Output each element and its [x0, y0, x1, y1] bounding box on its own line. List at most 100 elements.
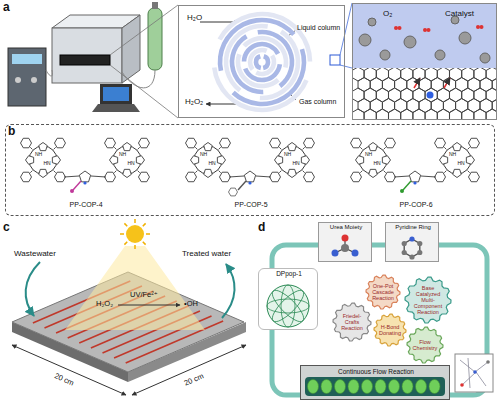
reaction-arrow: [414, 78, 420, 88]
molecule-structure: [394, 176, 409, 177]
node-text: Friedel-Crafts Reaction: [337, 303, 367, 341]
reactor-setup: [110, 5, 178, 55]
node-text: Flow Chemistry: [411, 327, 440, 363]
dimension-line: [132, 345, 246, 395]
molecule-structure: [54, 147, 56, 149]
flow-tube: [375, 380, 386, 394]
molecule-structure: [30, 147, 32, 149]
panel-letter: d: [258, 221, 265, 234]
zoom-inset: H₂OLiquid columnGas columnH₂O₂: [178, 5, 345, 118]
node-text: PP-COP-6: [386, 201, 446, 209]
gear-node: One-Pot Cascade Reaction: [366, 275, 400, 309]
molecule-structure: [453, 143, 462, 151]
molecule-structure: [369, 169, 378, 177]
catalyst-lattice: [364, 109, 376, 119]
flow-loop: [258, 268, 318, 330]
sun-symbol: [134, 245, 136, 249]
sun-symbol: [65, 246, 205, 330]
molecule-structure: [279, 147, 281, 149]
catalyst-lattice: [353, 68, 496, 119]
molecule-structure: [435, 138, 446, 148]
catalyst-lattice: [437, 109, 449, 119]
molecule-structure: [303, 171, 305, 173]
molecule-structure: [275, 156, 283, 165]
molecule-structure: [248, 181, 251, 184]
molecule-structure: [440, 156, 448, 165]
crystal-structure: [460, 358, 488, 388]
catalyst-lattice: [353, 109, 364, 119]
node-text: Liquid column: [297, 24, 345, 32]
sun-symbol: [143, 223, 146, 226]
node-text: Continuous Flow Reaction: [301, 368, 451, 375]
polymer-cage: [281, 285, 295, 327]
sun-symbol: [146, 233, 150, 235]
molecule-structure: [444, 171, 446, 173]
molecule-structure: [195, 171, 197, 173]
column-rings: [212, 67, 309, 112]
zoom-marker: [206, 104, 236, 105]
oxygen-molecule: [394, 26, 398, 30]
reactor-setup: [60, 55, 110, 65]
reactor-setup: [92, 104, 140, 112]
catalyst-particle: [435, 50, 445, 60]
reactor-setup: [8, 2, 178, 118]
molecule-structure: [219, 172, 230, 182]
node-text: Gas column: [299, 98, 345, 106]
column-rings: [248, 48, 268, 71]
pyridine-structure: [417, 250, 422, 255]
flow-tube: [300, 365, 450, 400]
reactor-setup: [152, 2, 158, 9]
pyridine-structure: [409, 236, 414, 241]
panel-letter: b: [8, 125, 15, 138]
molecule-structure: [217, 156, 225, 165]
molecule-structure: [54, 171, 56, 173]
molecule-structure: [195, 147, 197, 149]
atom-label: NH: [35, 152, 42, 158]
molecule-structure: [186, 138, 197, 148]
reaction-arrow: [444, 78, 450, 88]
molecule-structure: [238, 181, 246, 190]
node-text: H₂O₂: [185, 98, 215, 107]
molecule-structure: [191, 156, 199, 165]
crystal-structure: [460, 383, 464, 387]
molecule-structure: [400, 189, 404, 193]
molecule-structure: [466, 156, 474, 165]
catalyst-particle: [368, 18, 376, 26]
catalyst-particle: [480, 53, 490, 63]
molecule-structure: [70, 189, 74, 193]
sun-symbol: [65, 219, 205, 330]
molecule-structure: [39, 169, 48, 177]
molecule-structure: [384, 138, 395, 148]
polymer-cage: [267, 299, 309, 313]
outflow-arrow: [222, 264, 235, 318]
sun-symbol: [124, 242, 127, 245]
molecule-structure: [421, 176, 436, 177]
molecule-structure: [186, 172, 197, 182]
molecule-structure: [219, 138, 230, 148]
molecule-structure: [270, 138, 281, 148]
pyridine-structure: [404, 239, 420, 257]
molecule-structure: [123, 169, 132, 177]
panel-letter: c: [3, 221, 10, 234]
catalyst-lattice: [389, 109, 401, 119]
gear-outline: [405, 277, 451, 323]
molecule-structure: [204, 143, 213, 151]
species-label: UV/Fe²⁺: [130, 291, 158, 299]
sun-symbol: [120, 233, 124, 235]
molecule-structure: [52, 156, 60, 165]
molecule-structure: [79, 171, 90, 182]
pyridine-structure: [402, 241, 407, 246]
reactor-setup: [12, 54, 42, 64]
molecule-structure: [138, 172, 149, 182]
sun-symbol: [143, 242, 146, 245]
catalyst-particle: [404, 36, 416, 48]
flow-label: Wastewater: [14, 250, 56, 259]
column-rings: [255, 54, 276, 76]
column-rings: [263, 54, 271, 70]
urea-structure: [342, 235, 349, 242]
flow-tube: [348, 380, 359, 394]
molecule-structure: [54, 172, 65, 182]
molecule-structure: [114, 147, 116, 149]
atom-label: NH: [284, 152, 291, 158]
flow-tube: [429, 380, 440, 394]
